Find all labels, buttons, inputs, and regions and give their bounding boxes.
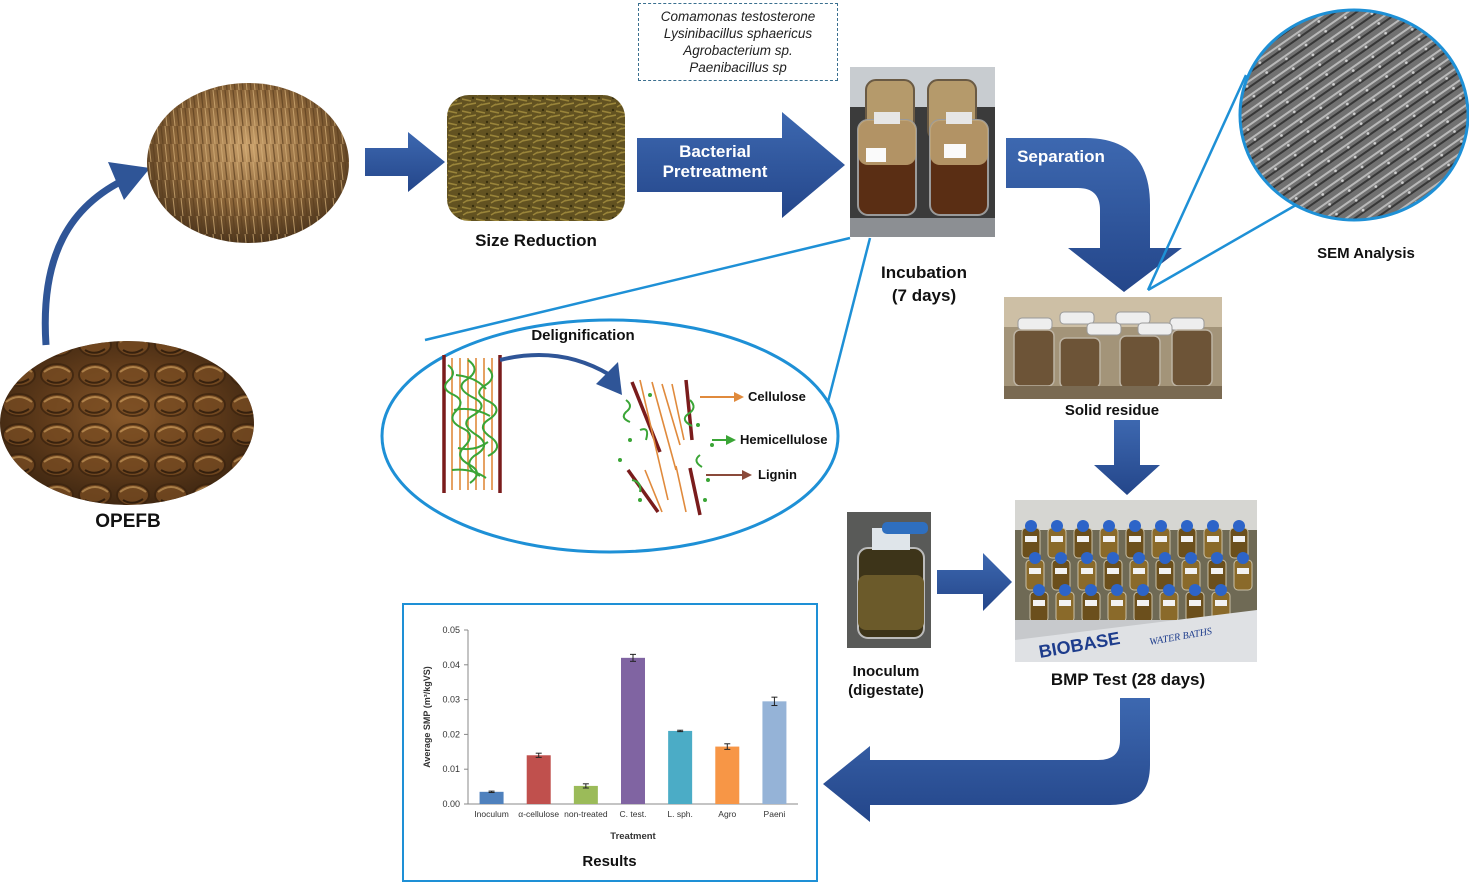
bar-6 (715, 746, 740, 804)
bar-3 (573, 785, 598, 804)
inoculum-photo (847, 512, 931, 648)
bar-7 (762, 701, 787, 804)
y-tick-label: 0.05 (442, 625, 460, 635)
fiber-photo (147, 83, 349, 243)
bacterium-1: Comamonas testosterone (660, 9, 816, 24)
bar-1 (479, 791, 504, 804)
sem-callout-line-3 (1146, 74, 1248, 291)
bacterium-2: Lysinibacillus sphaericus (663, 26, 813, 41)
separation-text: Separation (1017, 147, 1105, 166)
x-axis-title: Treatment (610, 831, 656, 842)
inoculum-label-line1: Inoculum (852, 663, 920, 680)
opefb-label: OPEFB (95, 511, 161, 532)
bacterial-pretreatment-line2: Pretreatment (662, 161, 768, 181)
arrow-inoculum-to-bmp (937, 553, 1012, 611)
solid-residue-photo (1004, 297, 1222, 399)
x-tick-label: Inoculum (474, 809, 509, 819)
incubation-photo (850, 67, 995, 237)
size-reduction-label: Size Reduction (475, 231, 597, 250)
delignification-title: Delignification (531, 327, 634, 344)
x-tick-label: L. sph. (667, 809, 693, 819)
y-tick-label: 0.00 (442, 799, 460, 809)
x-tick-label: α-cellulose (518, 809, 559, 819)
delignification-callout-line-1 (424, 236, 851, 342)
sem-photo (1238, 8, 1469, 222)
x-tick-label: non-treated (564, 809, 608, 819)
sem-callout-line-1 (1147, 203, 1297, 292)
x-tick-label: C. test. (620, 809, 647, 819)
arrow-to-size-reduction (365, 132, 445, 192)
solid-residue-label: Solid residue (1064, 402, 1160, 419)
arrow-to-bmp-test (1094, 420, 1160, 495)
bacterium-3: Agrobacterium sp. (683, 43, 793, 58)
bar-4 (621, 657, 645, 804)
incubation-label: Incubation (7 days) (850, 261, 998, 307)
inoculum-label-line2: (digestate) (848, 682, 924, 699)
curved-arrow-up (41, 174, 130, 346)
hemicellulose-label: Hemicellulose (740, 432, 827, 447)
arrow-to-results (823, 698, 1150, 822)
incubation-label-line1: Incubation (881, 263, 967, 282)
inoculum-label: Inoculum (digestate) (826, 662, 946, 700)
bmp-test-photo (1015, 500, 1257, 662)
bar-2 (526, 755, 551, 804)
sem-analysis-label: SEM Analysis (1317, 245, 1415, 262)
x-tick-label: Paeni (764, 809, 786, 819)
cellulose-label: Cellulose (748, 389, 806, 404)
y-axis-title: Average SMP (m³/kgVS) (422, 666, 432, 768)
bacterial-pretreatment-line1: Bacterial (679, 142, 751, 161)
results-label: Results (582, 853, 637, 870)
lignin-label: Lignin (758, 467, 797, 482)
bmp-test-label: BMP Test (28 days) (1050, 670, 1206, 689)
separation-arrow (1006, 138, 1182, 292)
y-tick-label: 0.03 (442, 695, 460, 705)
bacterial-pretreatment-arrow (637, 112, 845, 218)
y-tick-label: 0.01 (442, 764, 460, 774)
bacterium-4: Paenibacillus sp (689, 60, 787, 75)
bar-5 (668, 730, 693, 804)
delignification-panel (380, 318, 840, 554)
size-reduction-photo (447, 95, 625, 221)
opefb-photo (0, 341, 254, 505)
y-tick-label: 0.02 (442, 729, 460, 739)
bacteria-list-box: Comamonas testosterone Lysinibacillus sp… (638, 3, 838, 81)
curved-arrow-up-head (108, 162, 150, 200)
x-tick-label: Agro (718, 809, 736, 819)
bacterial-pretreatment-text: Bacterial Pretreatment (640, 142, 790, 181)
y-tick-label: 0.04 (442, 660, 460, 670)
incubation-label-line2: (7 days) (891, 286, 957, 305)
